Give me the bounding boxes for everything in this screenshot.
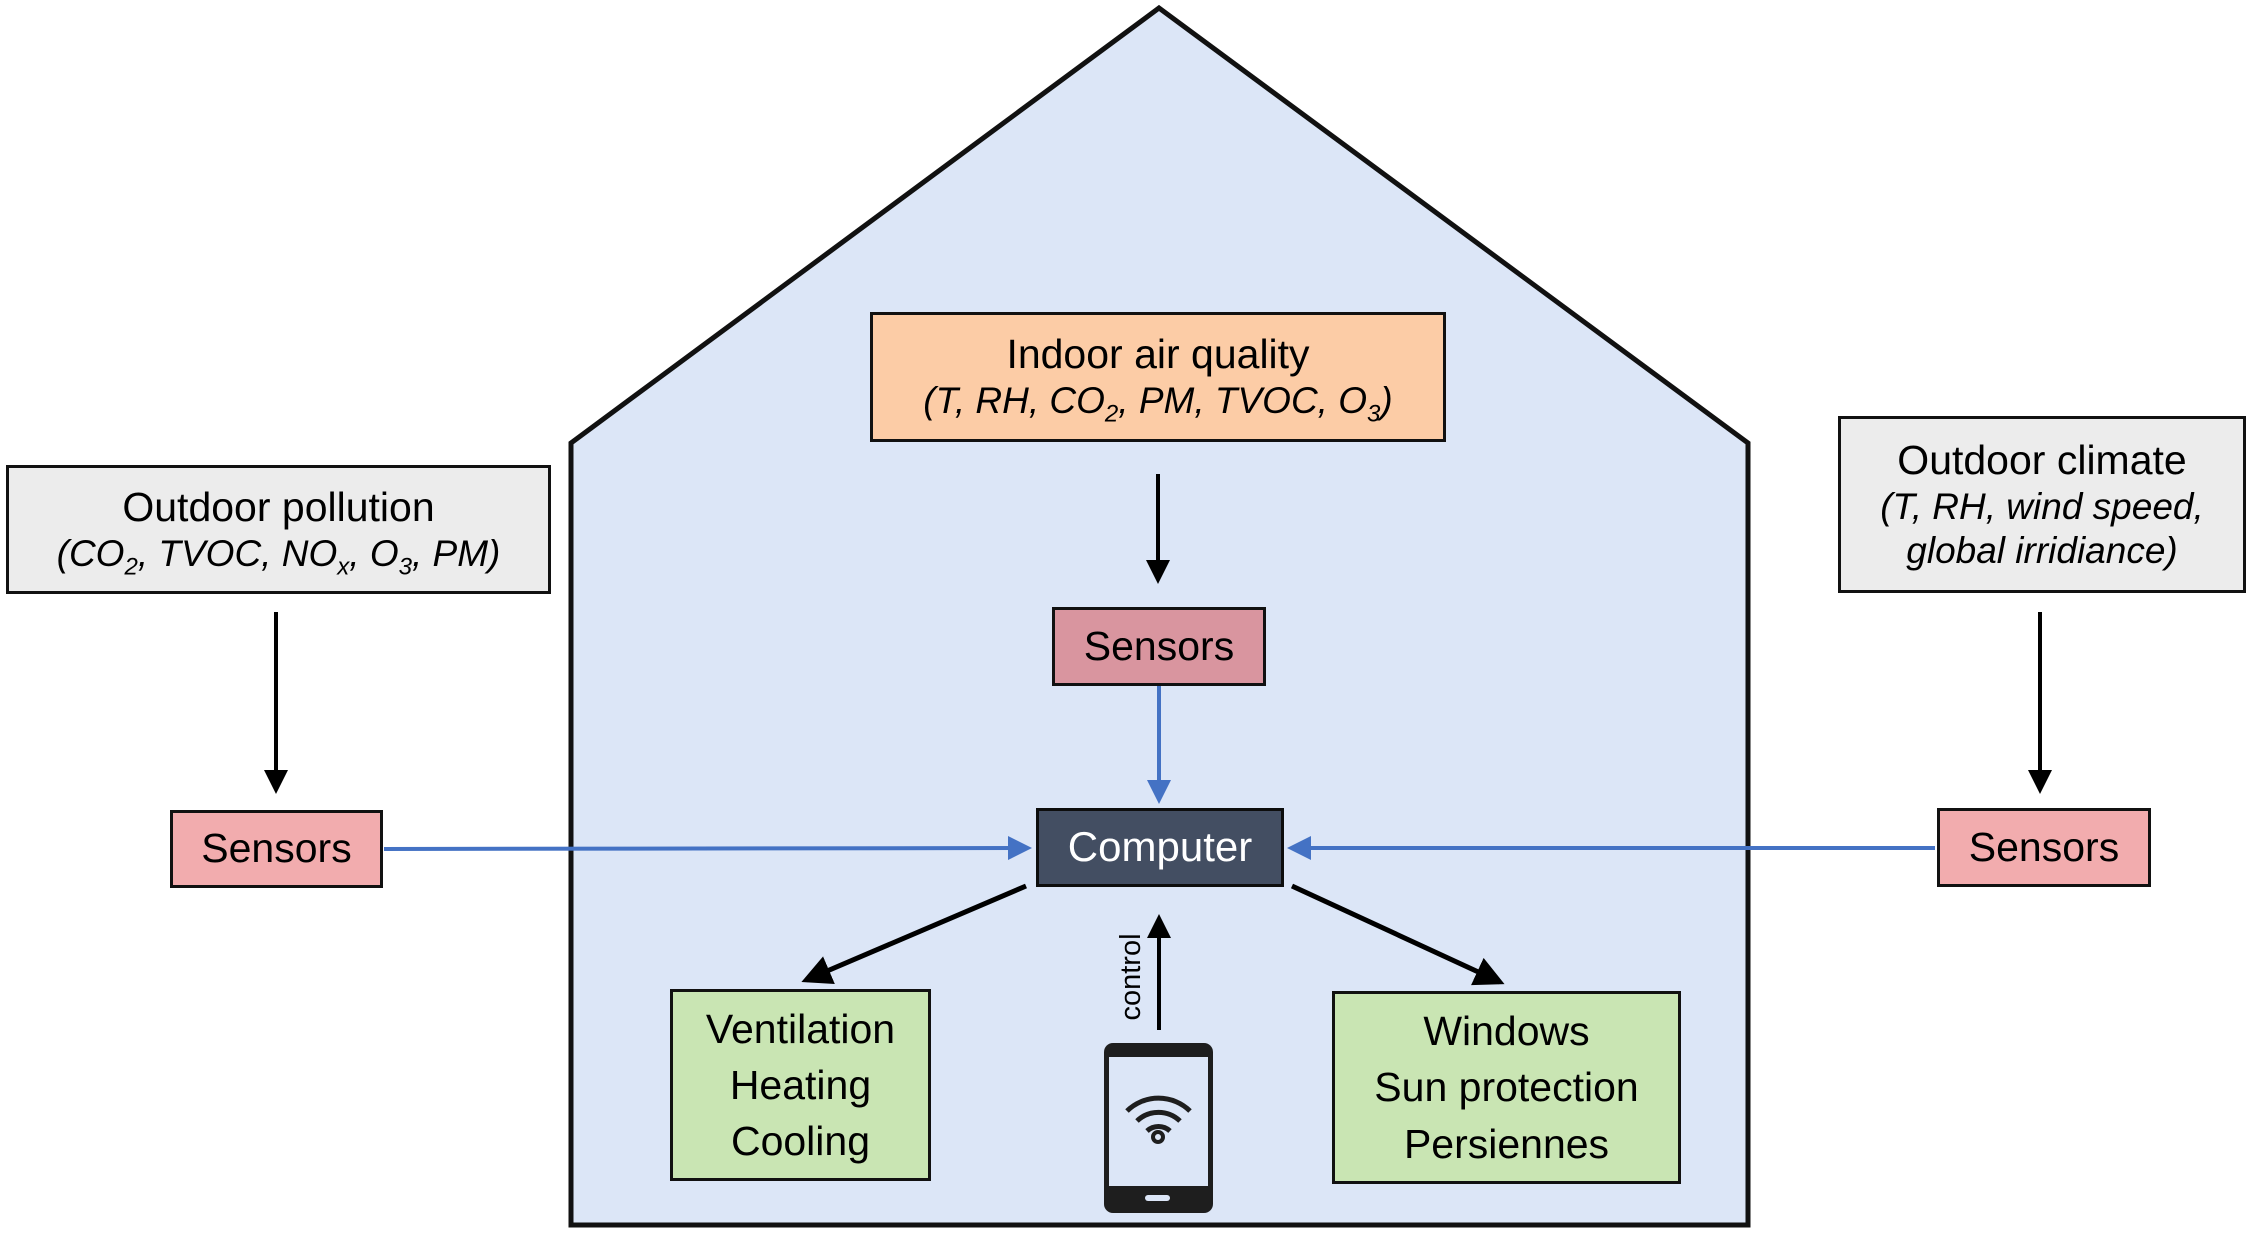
sensors-label: Sensors xyxy=(1083,622,1235,669)
sensors-outdoor-climate: Sensors xyxy=(1937,808,2151,887)
indoor-air-quality-params: (T, RH, CO2, PM, TVOC, O3) xyxy=(923,380,1393,428)
outdoor-pollution-title: Outdoor pollution xyxy=(122,483,435,530)
actuator-windows: Windows xyxy=(1423,1008,1590,1055)
actuator-heating: Heating xyxy=(729,1061,872,1108)
sensors-outdoor-pollution: Sensors xyxy=(170,810,383,888)
smartphone-wifi-icon[interactable] xyxy=(1104,1043,1213,1213)
actuator-ventilation: Ventilation xyxy=(705,1005,896,1052)
outdoor-climate-title: Outdoor climate xyxy=(1897,436,2187,483)
sensors-indoor: Sensors xyxy=(1052,607,1266,686)
indoor-air-quality-box: Indoor air quality (T, RH, CO2, PM, TVOC… xyxy=(870,312,1446,442)
arrow-computer-to-hvac xyxy=(801,883,1027,984)
outdoor-pollution-box: Outdoor pollution (CO2, TVOC, NOx, O3, P… xyxy=(6,465,551,594)
actuator-sun-protection: Sun protection xyxy=(1374,1064,1639,1111)
indoor-air-quality-title: Indoor air quality xyxy=(1006,331,1310,378)
actuator-persiennes: Persiennes xyxy=(1403,1120,1610,1167)
outdoor-climate-params-line2: global irridiance) xyxy=(1906,530,2178,572)
outdoor-climate-params-line1: (T, RH, wind speed, xyxy=(1880,485,2204,527)
computer-label: Computer xyxy=(1067,823,1253,871)
arrow-left-sensors-to-computer xyxy=(383,836,1032,861)
actuator-cooling: Cooling xyxy=(730,1118,871,1165)
control-label: control xyxy=(1115,933,1147,1021)
sensors-label: Sensors xyxy=(201,825,352,872)
envelope-actuators-box: Windows Sun protection Persiennes xyxy=(1332,991,1681,1184)
computer-box: Computer xyxy=(1036,808,1284,887)
outdoor-pollution-params: (CO2, TVOC, NOx, O3, PM) xyxy=(56,532,501,581)
hvac-actuators-box: Ventilation Heating Cooling xyxy=(670,989,931,1181)
sensors-label: Sensors xyxy=(1968,823,2120,870)
arrow-computer-to-windows xyxy=(1290,883,1505,986)
outdoor-climate-box: Outdoor climate (T, RH, wind speed, glob… xyxy=(1838,416,2246,593)
